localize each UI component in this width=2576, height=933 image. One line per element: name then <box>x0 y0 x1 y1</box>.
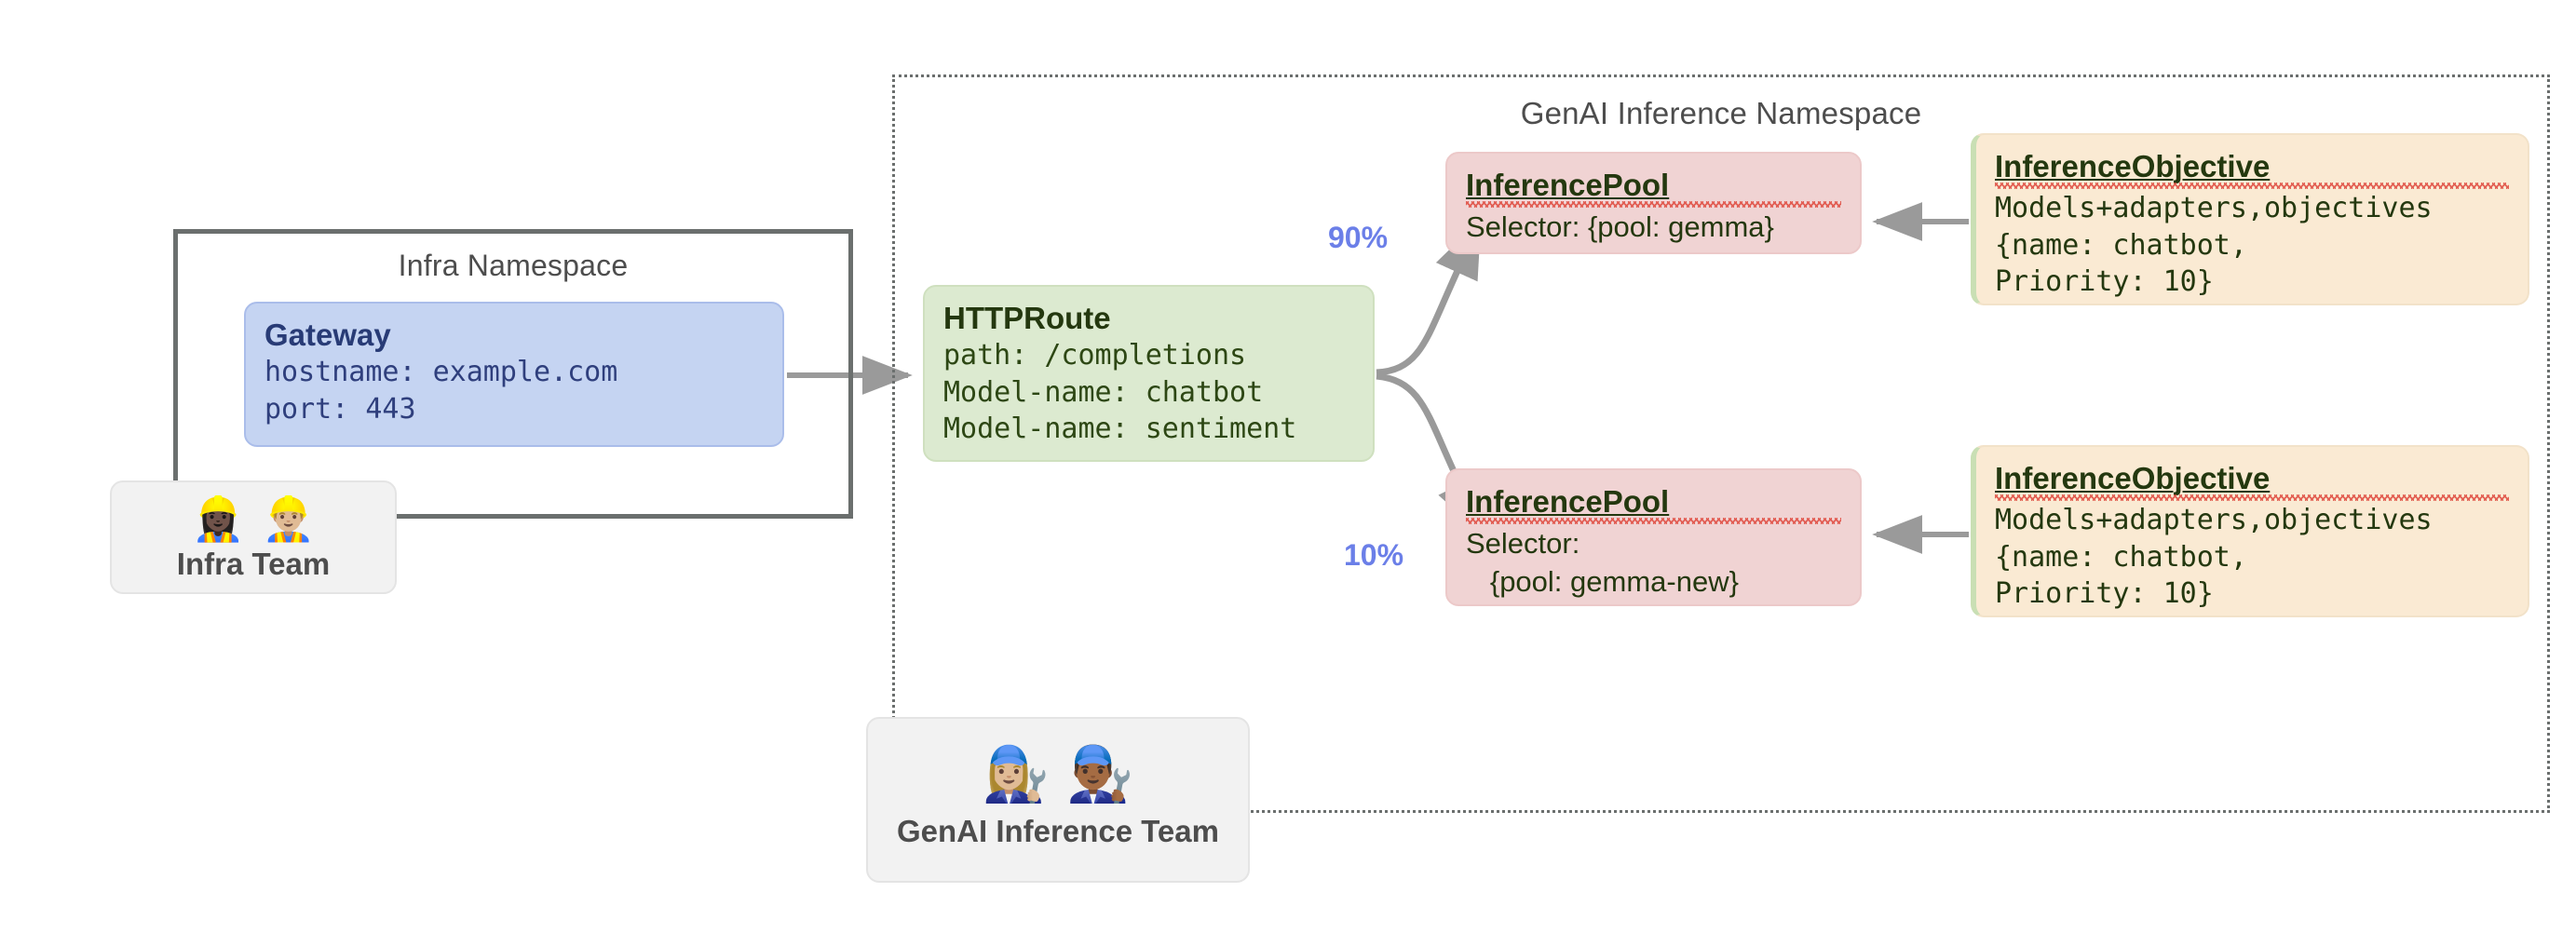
inferenceobjective-top-line-1: Models+adapters,objectives <box>1995 192 2433 225</box>
inferencepool-gemma-new-selector-label: Selector: <box>1466 527 1580 561</box>
httproute-node[interactable]: HTTPRoute path: /completions Model-name:… <box>923 285 1375 462</box>
gateway-node[interactable]: Gateway hostname: example.com port: 443 <box>244 302 784 447</box>
inferencepool-gemma-selector: Selector: {pool: gemma} <box>1466 210 1774 244</box>
inferenceobjective-top-line-2: {name: chatbot, <box>1995 228 2247 262</box>
infra-namespace-label: Infra Namespace <box>398 249 629 282</box>
inferenceobjective-bottom-node[interactable]: InferenceObjective Models+adapters,objec… <box>1971 445 2529 617</box>
inferenceobjective-bottom-title: InferenceObjective <box>1995 461 2271 495</box>
gateway-title: Gateway <box>264 318 391 352</box>
genai-team-card[interactable]: 👩🏼‍🔧👨🏾‍🔧 GenAI Inference Team <box>866 717 1250 883</box>
inferenceobjective-bottom-line-1: Models+adapters,objectives <box>1995 504 2433 537</box>
genai-team-people-icon: 👩🏼‍🔧👨🏾‍🔧 <box>982 744 1151 805</box>
httproute-path: path: /completions <box>943 339 1247 372</box>
traffic-split-10-label: 10% <box>1344 538 1404 572</box>
inferenceobjective-bottom-line-2: {name: chatbot, <box>1995 540 2247 574</box>
spellcheck-underline-icon <box>1995 183 2509 190</box>
inferencepool-gemma-node[interactable]: InferencePool Selector: {pool: gemma} <box>1445 152 1862 254</box>
genai-namespace-boundary <box>892 74 2550 813</box>
infra-team-label: Infra Team <box>176 546 331 581</box>
spellcheck-underline-icon <box>1466 518 1841 525</box>
inferenceobjective-top-title: InferenceObjective <box>1995 149 2271 183</box>
httproute-model-name-sentiment: Model-name: sentiment <box>943 412 1297 446</box>
inferencepool-gemma-new-title: InferencePool <box>1466 484 1670 519</box>
genai-team-label: GenAI Inference Team <box>896 813 1219 848</box>
genai-namespace-label: GenAI Inference Namespace <box>1520 96 1922 130</box>
spellcheck-underline-icon <box>1466 201 1841 209</box>
httproute-title: HTTPRoute <box>943 301 1111 335</box>
infra-namespace-boundary <box>173 229 853 519</box>
inferencepool-gemma-title: InferencePool <box>1466 168 1670 202</box>
gateway-port: port: 443 <box>264 392 416 426</box>
inferenceobjective-top-line-3: Priority: 10} <box>1995 265 2214 299</box>
infra-team-people-icon: 👷🏿‍♀️👷🏼‍♂️ <box>191 494 332 543</box>
inferencepool-gemma-new-node[interactable]: InferencePool Selector: {pool: gemma-new… <box>1445 468 1862 606</box>
traffic-split-90-label: 90% <box>1328 221 1389 254</box>
inferenceobjective-top-node[interactable]: InferenceObjective Models+adapters,objec… <box>1971 133 2529 305</box>
spellcheck-underline-icon <box>1995 494 2509 502</box>
infra-team-card[interactable]: 👷🏿‍♀️👷🏼‍♂️ Infra Team <box>110 480 397 594</box>
gateway-hostname: hostname: example.com <box>264 356 618 389</box>
inferenceobjective-bottom-line-3: Priority: 10} <box>1995 577 2214 611</box>
inferencepool-gemma-new-selector-value: {pool: gemma-new} <box>1466 564 1739 598</box>
httproute-model-name-chatbot: Model-name: chatbot <box>943 375 1264 409</box>
